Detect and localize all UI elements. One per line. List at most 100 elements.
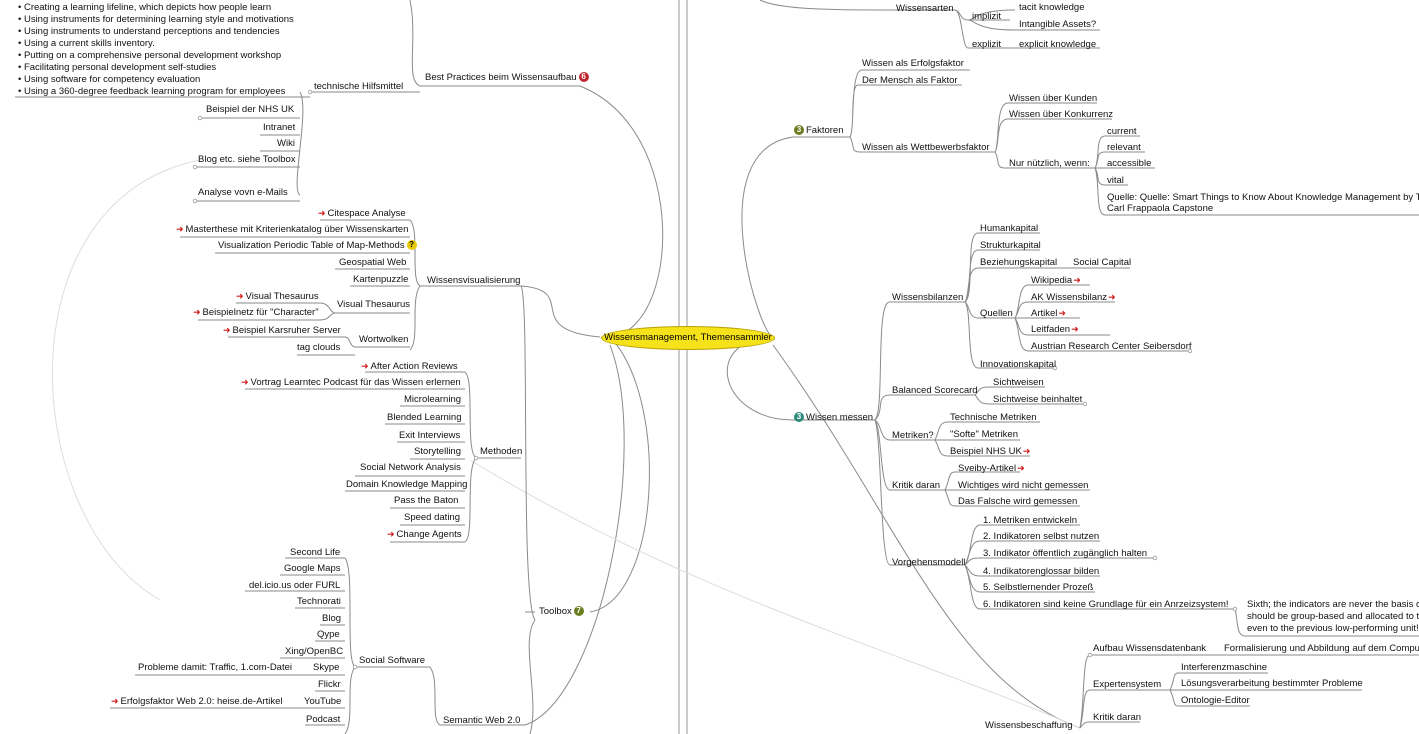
node-ontologie[interactable]: Ontologie-Editor <box>1181 695 1250 706</box>
node-storytelling[interactable]: Storytelling <box>414 446 461 457</box>
node-beziehungskapital[interactable]: Beziehungskapital <box>980 257 1058 268</box>
node-wissensbeschaffung[interactable]: Wissensbeschaffung <box>985 720 1073 731</box>
node-delicious[interactable]: del.icio.us oder FURL <box>249 580 341 591</box>
node-masterthese[interactable]: ➜Masterthese mit Kriterienkatalog über W… <box>176 224 409 235</box>
node-step[interactable]: 3. Indikator öffentlich zugänglich halte… <box>983 548 1148 559</box>
node-step[interactable]: 6. Indikatoren sind keine Grundlage für … <box>983 599 1229 610</box>
node-skype-problem[interactable]: Probleme damit: Traffic, 1.com-Datei <box>138 662 292 673</box>
node-arc[interactable]: Austrian Research Center Seibersdorf <box>1031 341 1192 352</box>
node-current[interactable]: current <box>1107 126 1137 137</box>
node-accessible[interactable]: accessible <box>1107 158 1152 169</box>
node-kunden[interactable]: Wissen über Kunden <box>1009 93 1098 104</box>
node-sichtweisen[interactable]: Sichtweisen <box>993 377 1044 388</box>
node-aufbau-datenbank[interactable]: Aufbau Wissensdatenbank <box>1093 643 1207 654</box>
node-sna[interactable]: Social Network Analysis <box>360 462 461 473</box>
node-wikipedia[interactable]: Wikipedia➜ <box>1031 275 1081 286</box>
node-wichtiges[interactable]: Wichtiges wird nicht gemessen <box>958 480 1089 491</box>
node-xing[interactable]: Xing/OpenBC <box>285 646 344 657</box>
node-google-maps[interactable]: Google Maps <box>284 563 341 574</box>
node-step[interactable]: 1. Metriken entwickeln <box>983 515 1077 526</box>
node-podcast[interactable]: Podcast <box>306 714 341 725</box>
node-sveiby[interactable]: Sveiby-Artikel➜ <box>958 463 1025 474</box>
node-explizit[interactable]: explizit <box>972 39 1002 50</box>
node-kritik[interactable]: Kritik daran <box>892 480 941 491</box>
node-falsche[interactable]: Das Falsche wird gemessen <box>958 496 1078 507</box>
node-interferenz[interactable]: Interferenzmaschine <box>1181 662 1268 673</box>
node-analyse-emails[interactable]: Analyse vovn e-Mails <box>198 187 288 198</box>
node-artikel[interactable]: Artikel➜ <box>1031 308 1066 319</box>
node-erfolgsfaktor[interactable]: Wissen als Erfolgsfaktor <box>862 58 964 69</box>
node-sixth-note[interactable]: Sixth; the indicators are never the basi… <box>1247 599 1419 610</box>
node-tacit[interactable]: tacit knowledge <box>1019 2 1085 13</box>
node-learntec[interactable]: ➜Vortrag Learntec Podcast für das Wissen… <box>241 377 461 388</box>
node-step[interactable]: 4. Indikatorenglossar bilden <box>983 566 1100 577</box>
node-nhs-uk-right[interactable]: Beispiel NHS UK➜ <box>950 446 1031 457</box>
node-speed-dating[interactable]: Speed dating <box>404 512 460 523</box>
node-strukturkapital[interactable]: Strukturkapital <box>980 240 1041 251</box>
central-topic-node[interactable]: Wissensmanagement, Themensammler <box>601 326 775 350</box>
node-humankapital[interactable]: Humankapital <box>980 223 1039 234</box>
node-wiki[interactable]: Wiki <box>277 138 295 149</box>
node-intangible[interactable]: Intangible Assets? <box>1019 19 1097 30</box>
node-youtube[interactable]: YouTube <box>304 696 342 707</box>
node-visual-thesaurus[interactable]: Visual Thesaurus <box>337 299 411 310</box>
node-wissensbilanzen[interactable]: Wissensbilanzen <box>892 292 964 303</box>
node-quellen[interactable]: Quellen <box>980 308 1013 319</box>
node-explicit-knowledge[interactable]: explicit knowledge <box>1019 39 1097 50</box>
node-visual-thesaurus-link[interactable]: ➜Visual Thesaurus <box>236 291 319 302</box>
node-formalisierung[interactable]: Formalisierung und Abbildung auf dem Com… <box>1224 643 1419 654</box>
node-qype[interactable]: Qype <box>317 629 340 640</box>
node-kritik-beschaffung[interactable]: Kritik daran <box>1093 712 1142 723</box>
node-ak-wissensbilanz[interactable]: AK Wissensbilanz➜ <box>1031 292 1116 303</box>
node-microlearning[interactable]: Microlearning <box>404 394 462 405</box>
node-erfolgsfaktor-web[interactable]: ➜Erfolgsfaktor Web 2.0: heise.de-Artikel <box>111 696 283 707</box>
node-blended[interactable]: Blended Learning <box>387 412 462 423</box>
node-balanced-scorecard[interactable]: Balanced Scorecard <box>892 385 978 396</box>
node-exit-interviews[interactable]: Exit Interviews <box>399 430 461 441</box>
node-geospatial[interactable]: Geospatial Web <box>339 257 407 268</box>
node-step[interactable]: 5. Selbstlernender Prozeß <box>983 582 1094 593</box>
node-beispielnetz[interactable]: ➜Beispielnetz für "Character" <box>193 307 319 318</box>
node-nuetzlich[interactable]: Nur nützlich, wenn: <box>1009 158 1090 169</box>
node-pass-baton[interactable]: Pass the Baton <box>394 495 459 506</box>
node-periodic-table[interactable]: Visualization Periodic Table of Map-Meth… <box>218 240 419 251</box>
node-social-software[interactable]: Social Software <box>359 655 426 666</box>
node-metriken[interactable]: Metriken? <box>892 430 934 441</box>
node-vital[interactable]: vital <box>1107 175 1124 186</box>
node-methoden[interactable]: Methoden <box>480 446 523 457</box>
node-step[interactable]: 2. Indikatoren selbst nutzen <box>983 531 1100 542</box>
node-vorgehensmodell[interactable]: Vorgehensmodell <box>892 557 966 568</box>
node-sichtweise[interactable]: Sichtweise beinhaltet <box>993 394 1083 405</box>
node-expertensystem[interactable]: Expertensystem <box>1093 679 1162 690</box>
node-technische-hilfsmittel[interactable]: technische Hilfsmittel <box>314 81 404 92</box>
node-tag-clouds[interactable]: tag clouds <box>297 342 341 353</box>
node-wissensarten[interactable]: Wissensarten <box>896 3 954 14</box>
node-nhs-uk[interactable]: Beispiel der NHS UK <box>206 104 295 115</box>
node-change-agents[interactable]: ➜Change Agents <box>387 529 462 540</box>
node-social-capital[interactable]: Social Capital <box>1073 257 1132 268</box>
node-dkm[interactable]: Domain Knowledge Mapping <box>346 479 468 490</box>
node-technorati[interactable]: Technorati <box>297 596 341 607</box>
node-blog[interactable]: Blog <box>322 613 342 624</box>
node-wortwolken[interactable]: Wortwolken <box>359 334 409 345</box>
node-aar[interactable]: ➜After Action Reviews <box>361 361 458 372</box>
node-loesung[interactable]: Lösungsverarbeitung bestimmter Probleme <box>1181 678 1363 689</box>
node-blog-toolbox[interactable]: Blog etc. siehe Toolbox <box>198 154 296 165</box>
node-softe-metriken[interactable]: "Softe" Metriken <box>950 429 1018 440</box>
node-wissensvisualisierung[interactable]: Wissensvisualisierung <box>427 275 521 286</box>
node-skype[interactable]: Skype <box>313 662 340 673</box>
node-mensch[interactable]: Der Mensch als Faktor <box>862 75 958 86</box>
node-second-life[interactable]: Second Life <box>290 547 341 558</box>
node-quelle[interactable]: Quelle: Quelle: Smart Things to Know Abo… <box>1107 192 1419 203</box>
node-kartenpuzzle[interactable]: Kartenpuzzle <box>353 274 409 285</box>
node-citespace[interactable]: ➜Citespace Analyse <box>318 208 406 219</box>
node-karlsruher[interactable]: ➜Beispiel Karsruher Server <box>223 325 341 336</box>
node-technische-metriken[interactable]: Technische Metriken <box>950 412 1037 423</box>
node-innovationskapital[interactable]: Innovationskapital <box>980 359 1057 370</box>
node-wettbewerb[interactable]: Wissen als Wettbewerbsfaktor <box>862 142 990 153</box>
node-konkurrenz[interactable]: Wissen über Konkurrenz <box>1009 109 1114 120</box>
